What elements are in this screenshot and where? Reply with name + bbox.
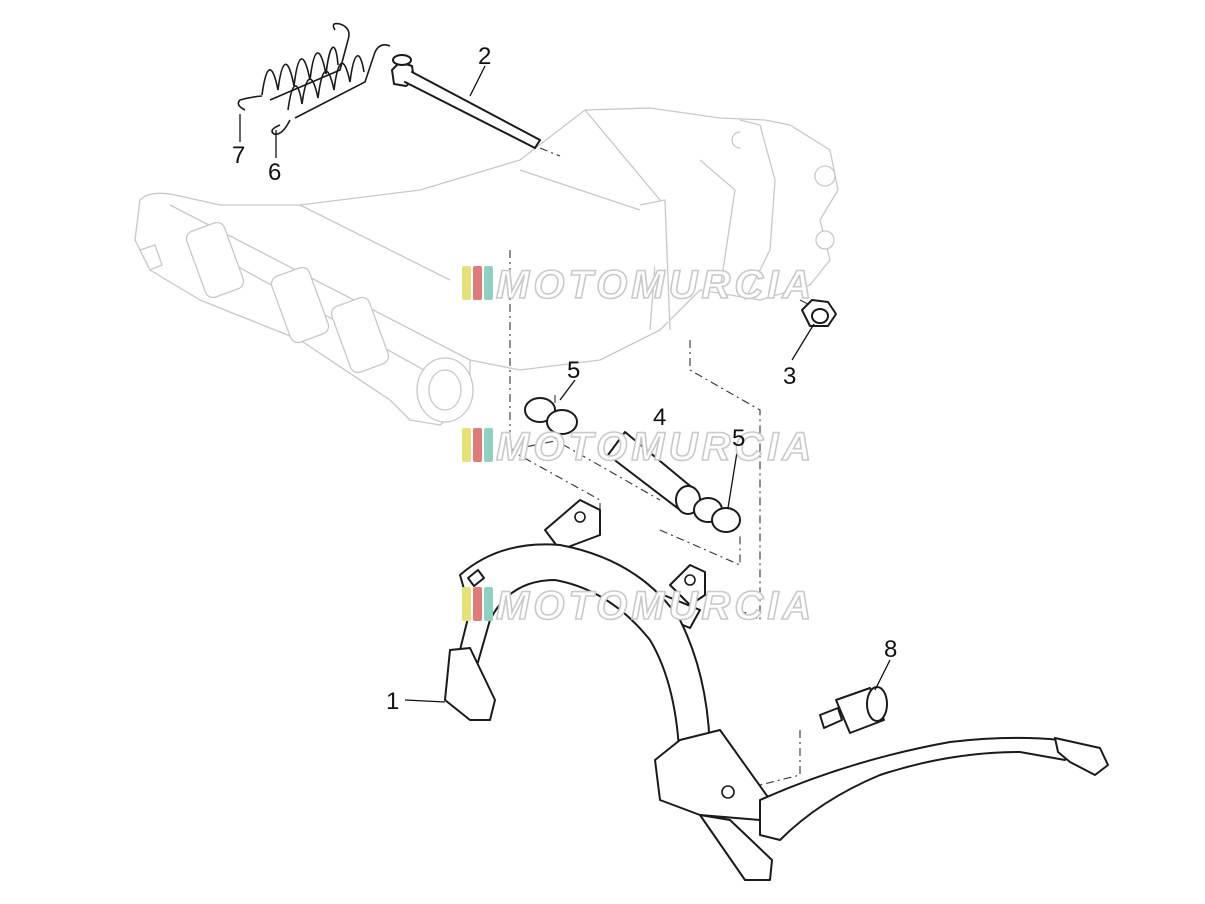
callout-5-bottom: 5 — [732, 425, 745, 452]
watermark-1: MOTOMURCIA — [462, 262, 815, 308]
spring-7 — [237, 22, 350, 111]
rubber-stop-8 — [819, 686, 888, 734]
callout-3: 3 — [783, 363, 796, 390]
washers-5-top — [524, 397, 578, 435]
callout-4: 4 — [653, 404, 666, 431]
callout-5-top: 5 — [567, 357, 580, 384]
center-stand-1 — [444, 499, 1109, 881]
callout-1: 1 — [386, 688, 399, 715]
leader-lines — [239, 65, 891, 703]
callout-2: 2 — [478, 43, 491, 70]
watermark-text: MOTOMURCIA — [496, 425, 815, 469]
callout-8: 8 — [884, 636, 897, 663]
watermark-3: MOTOMURCIA — [462, 583, 815, 629]
watermark-2: MOTOMURCIA — [462, 424, 815, 470]
callout-7: 7 — [232, 142, 245, 169]
callout-6: 6 — [268, 159, 281, 186]
callouts: 2 3 5 4 5 6 7 8 1 — [232, 43, 897, 715]
watermark-text: MOTOMURCIA — [496, 584, 815, 628]
nut-3 — [801, 299, 837, 327]
bolt-2 — [391, 54, 541, 149]
washers-5-bottom — [693, 497, 741, 533]
watermark-text: MOTOMURCIA — [496, 263, 815, 307]
spring-6 — [271, 44, 391, 136]
